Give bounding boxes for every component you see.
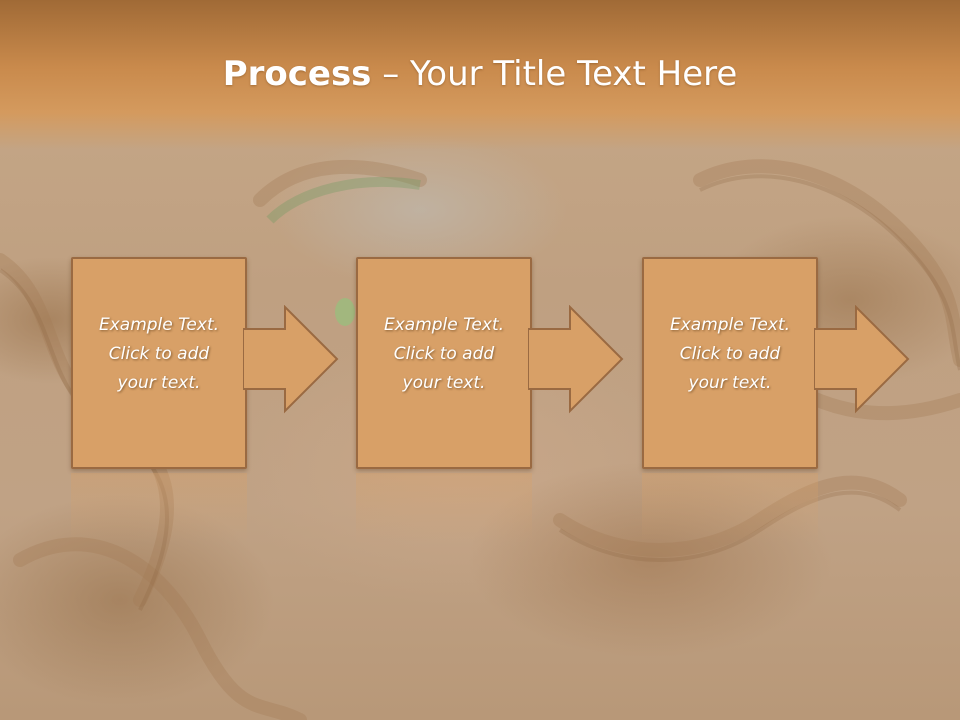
step-box[interactable]: Example Text. Click to add your text.: [356, 257, 532, 469]
step-arrow-icon: [814, 305, 910, 414]
process-step-2: Example Text. Click to add your text.: [356, 257, 628, 469]
step-reflection: [642, 473, 818, 543]
step-text[interactable]: Example Text. Click to add your text.: [383, 315, 505, 393]
step-box[interactable]: Example Text. Click to add your text.: [642, 257, 818, 469]
title-rest-text: – Your Title Text Here: [371, 54, 738, 94]
step-reflection: [356, 473, 532, 543]
process-step-3: Example Text. Click to add your text.: [642, 257, 914, 469]
title-banner: [0, 0, 960, 150]
step-arrow-icon: [528, 305, 624, 414]
step-text[interactable]: Example Text. Click to add your text.: [669, 315, 791, 393]
title-bold-text: Process: [222, 54, 372, 94]
slide-title[interactable]: Process – Your Title Text Here: [0, 52, 960, 96]
step-text[interactable]: Example Text. Click to add your text.: [98, 315, 220, 393]
step-arrow-icon: [243, 305, 339, 414]
step-reflection: [71, 473, 247, 543]
process-step-1: Example Text. Click to add your text.: [71, 257, 343, 469]
step-box[interactable]: Example Text. Click to add your text.: [71, 257, 247, 469]
